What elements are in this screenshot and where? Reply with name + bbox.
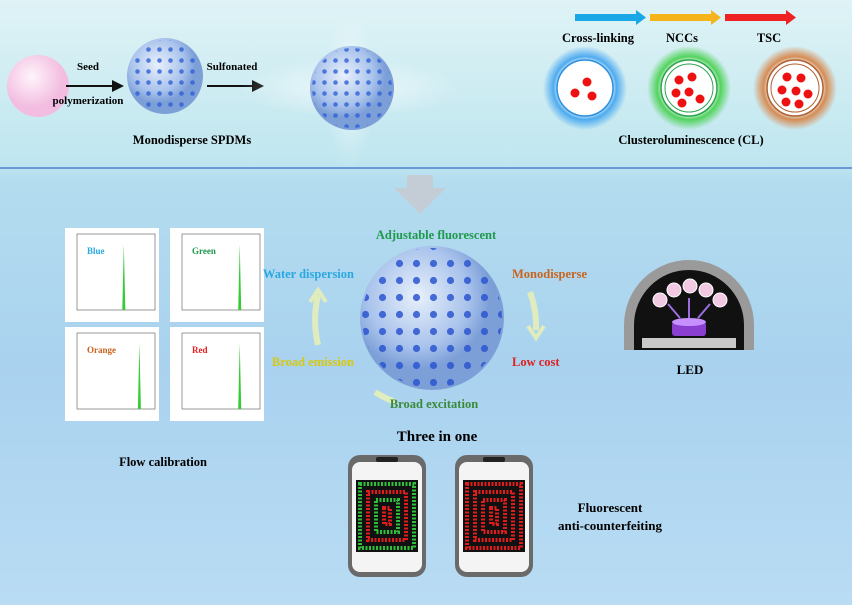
flow-peak <box>238 343 242 409</box>
spdm-sphere <box>127 38 203 114</box>
flow-peak <box>238 244 242 310</box>
flow-peak <box>137 343 141 409</box>
flow-panel-blue: Blue <box>65 228 159 322</box>
cl-cluster-green <box>647 46 731 130</box>
property-water-dispersion: Water dispersion <box>263 267 354 281</box>
glowing-sphere <box>240 8 460 168</box>
property-monodisperse: Monodisperse <box>512 267 587 281</box>
flow-panel-label: Orange <box>87 345 116 355</box>
flow-panel-label: Red <box>192 345 208 355</box>
flow-panel-orange: Orange <box>65 327 159 421</box>
cycle-arrows <box>308 286 546 405</box>
flow-panel-label: Green <box>192 246 216 256</box>
property-adjustable-fluorescent: Adjustable fluorescent <box>376 228 497 242</box>
down-arrow <box>394 175 446 214</box>
flow-panel-label: Blue <box>87 246 105 256</box>
anti-counterfeit-phones <box>348 455 533 577</box>
led-caption: LED <box>677 362 704 377</box>
anticounterfeit-line2: anti-counterfeiting <box>558 518 662 533</box>
cl-cluster-orange <box>753 46 837 130</box>
polymerization-label: polymerization <box>53 95 124 107</box>
cl-step-cross-linking: Cross-linking <box>562 31 635 45</box>
property-low-cost: Low cost <box>512 355 560 369</box>
cl-cluster-blue <box>543 46 627 130</box>
sulfonated-label: Sulfonated <box>207 61 258 73</box>
cl-step-nccs: NCCs <box>666 31 698 45</box>
cl-step-tsc: TSC <box>757 31 781 45</box>
property-broad-excitation: Broad excitation <box>390 397 478 411</box>
seed-sphere <box>7 55 69 117</box>
flow-peak <box>122 244 126 310</box>
seed-label: Seed <box>77 61 99 73</box>
flow-caption: Flow calibration <box>119 455 207 469</box>
three-in-one-caption: Three in one <box>397 429 478 445</box>
anticounterfeit-line1: Fluorescent <box>578 500 643 515</box>
flow-panel-red: Red <box>170 327 264 421</box>
flow-panel-green: Green <box>170 228 264 322</box>
phone-red <box>455 455 533 577</box>
phone-green <box>348 455 426 577</box>
spdm-caption: Monodisperse SPDMs <box>133 133 252 147</box>
cl-caption: Clusteroluminescence (CL) <box>618 133 763 147</box>
led-illustration <box>624 260 754 350</box>
property-broad-emission: Broad emission <box>272 355 354 369</box>
central-sphere <box>360 246 504 390</box>
cl-step-arrows <box>575 10 796 25</box>
